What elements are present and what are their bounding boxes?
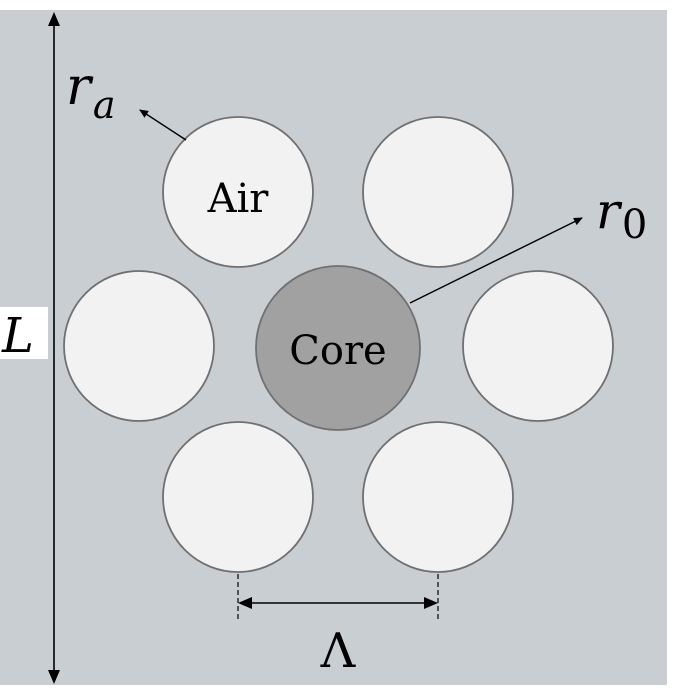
core-radius-leader-line xyxy=(409,217,583,304)
length-label: L xyxy=(1,308,34,364)
length-label-backdrop xyxy=(0,307,48,359)
length-arrow-bottom xyxy=(48,670,60,684)
pitch-label: Λ xyxy=(320,623,357,679)
air-radius-label: ra xyxy=(66,57,116,127)
core-radius-label: r0 xyxy=(596,182,647,248)
air-hole-middle-right xyxy=(462,270,614,422)
core-radius-label-main: r xyxy=(596,182,623,240)
air-radius-label-sub: a xyxy=(93,83,116,127)
core-radius-label-sub: 0 xyxy=(622,202,647,248)
air-hole-top-left xyxy=(162,116,314,268)
air-hole-middle-left xyxy=(63,270,215,422)
air-hole-bottom-left xyxy=(162,421,314,573)
air-radius-label-main: r xyxy=(66,57,94,117)
core-circle xyxy=(255,265,421,431)
air-radius-leader-line xyxy=(139,109,187,141)
pitch-arrow-left xyxy=(238,597,252,609)
air-hole-bottom-right xyxy=(362,421,514,573)
core-label: Core xyxy=(289,328,386,374)
air-label: Air xyxy=(207,176,270,222)
air-hole-top-right xyxy=(362,116,514,268)
length-arrow-top xyxy=(48,12,60,26)
pitch-arrow-right xyxy=(424,597,438,609)
